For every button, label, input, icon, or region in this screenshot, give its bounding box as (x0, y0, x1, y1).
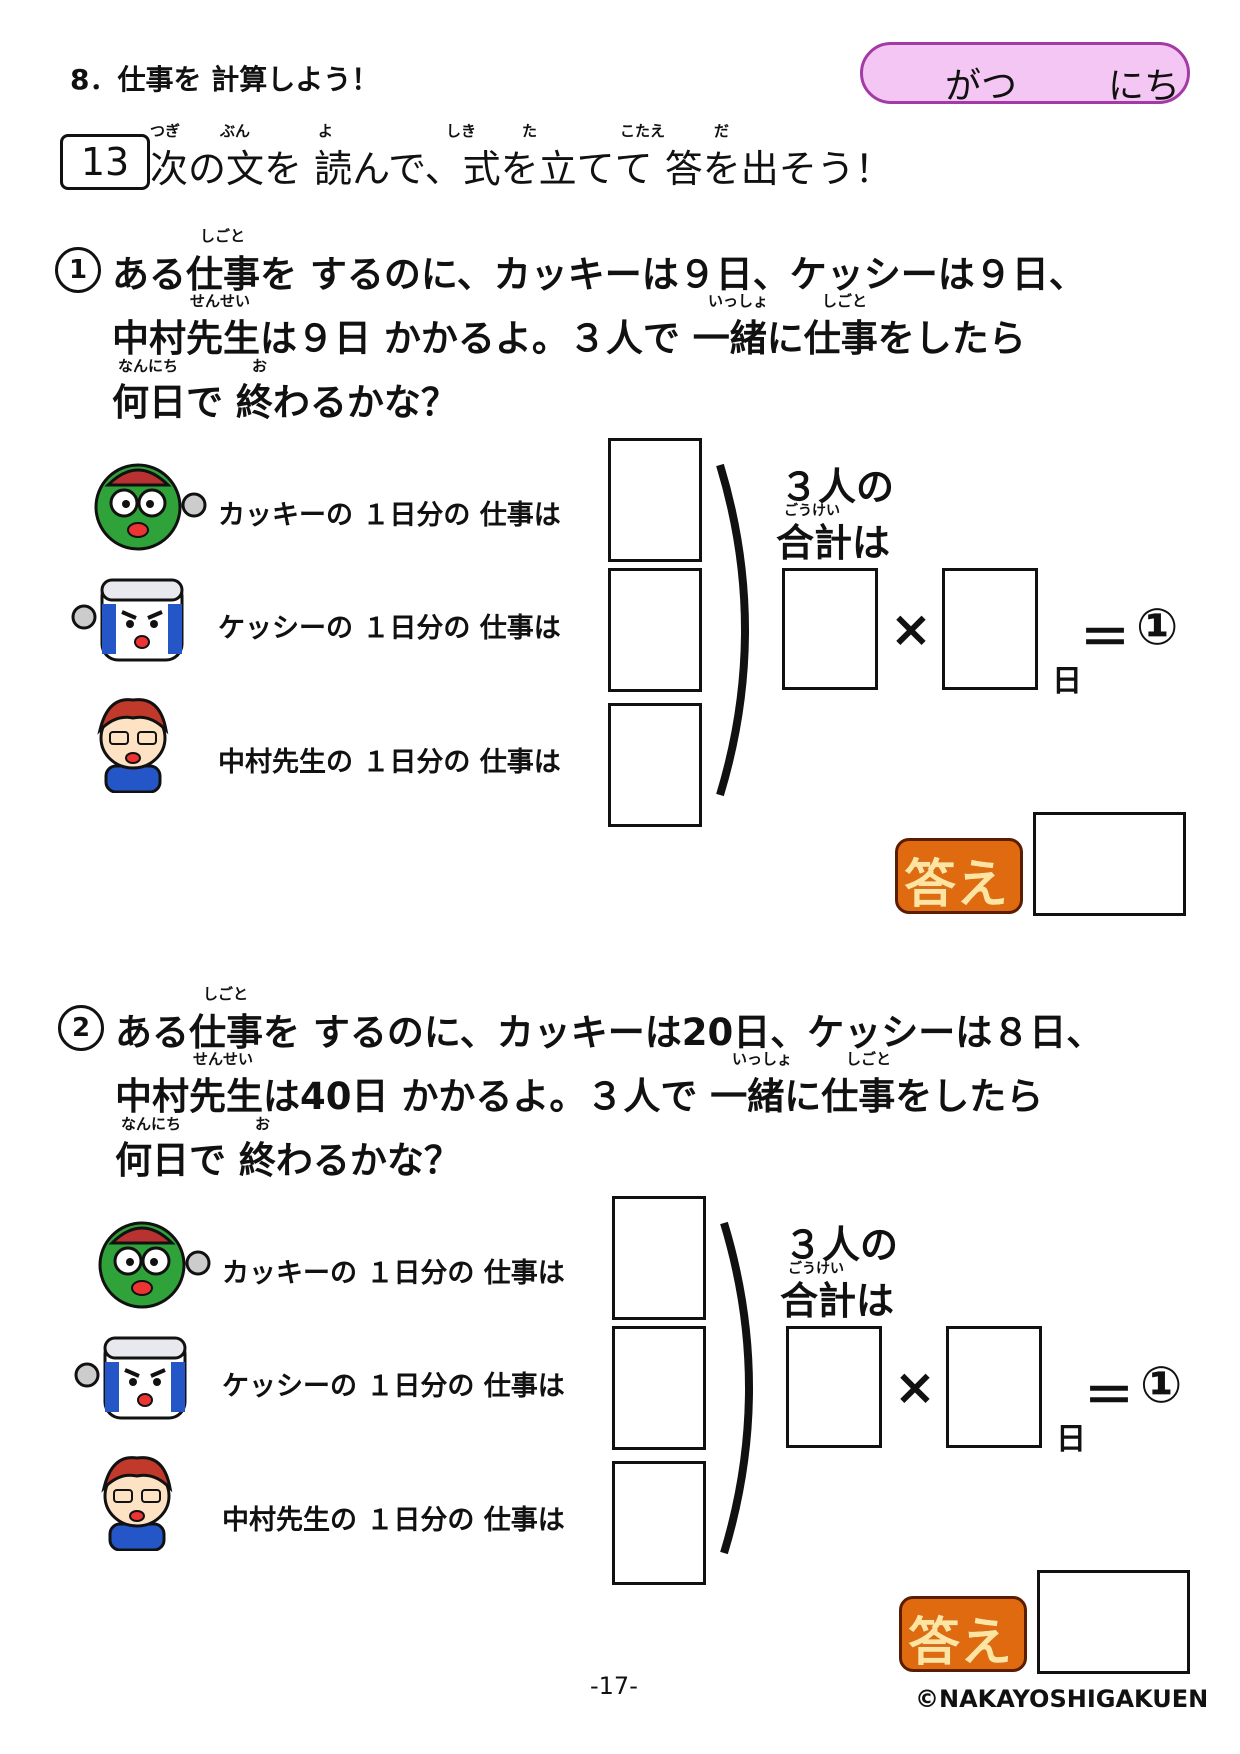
p1-ruby-o: お (252, 357, 268, 375)
p1-ruby-issho: いっしょ (708, 292, 769, 310)
p2-line-3: 何日で 終わるかな？ (115, 1139, 461, 1182)
ruby-kotae: こたえ (620, 122, 666, 140)
p2-ruby-o: お (255, 1115, 271, 1133)
p1-sensei-answer-box[interactable] (608, 703, 702, 827)
p2-times-sign: × (894, 1358, 936, 1416)
kesshi-character-icon (74, 1336, 187, 1420)
p2-sum-title: ３人の (784, 1223, 899, 1267)
ruby-yo: よ (318, 122, 334, 140)
p1-sum-title: ３人の (780, 465, 895, 509)
ruby-da: だ (714, 122, 730, 140)
p2-kakki-answer-box[interactable] (612, 1196, 706, 1320)
p2-sensei-answer-box[interactable] (612, 1461, 706, 1585)
p2-sum-ruby: ごうけい (788, 1261, 844, 1277)
p1-kakki-answer-box[interactable] (608, 438, 702, 562)
date-day-label: にち (1108, 66, 1181, 107)
p2-ruby-issho: いっしょ (732, 1050, 793, 1068)
nakamura-sensei-character-icon (101, 1456, 173, 1551)
p2-ruby-shigoto2: しごと (846, 1050, 892, 1068)
p2-ruby-nannichi: なんにち (121, 1115, 182, 1133)
p1-days-answer-box[interactable] (942, 568, 1038, 690)
ruby-shiki: しき (446, 122, 477, 140)
p2-kakki-label: カッキーの １日分の 仕事は (222, 1258, 565, 1289)
ruby-tsugi: つぎ (150, 122, 181, 140)
p2-equals-sign: ＝ (1084, 1367, 1134, 1425)
p1-sum-title2: 合計は (776, 521, 891, 565)
p2-result-one: ① (1140, 1356, 1183, 1414)
p2-answer-badge: 答え (908, 1613, 1013, 1673)
p2-answer-badge-bg (899, 1596, 1027, 1672)
p2-days-answer-box[interactable] (946, 1326, 1042, 1448)
exercise-number: 13 (60, 134, 150, 190)
p2-line-1: ある仕事を するのに、カッキーは20日、ケッシーは８日、 (115, 1011, 1104, 1054)
p1-kesshi-answer-box[interactable] (608, 568, 702, 692)
p1-final-answer-box[interactable] (1033, 812, 1186, 916)
p2-day-unit: 日 (1056, 1422, 1086, 1457)
p1-line-1: ある仕事を するのに、カッキーは９日、ケッシーは９日、 (112, 253, 1086, 296)
p1-kesshi-label: ケッシーの １日分の 仕事は (218, 613, 561, 644)
ruby-ta: た (522, 122, 538, 140)
nakamura-sensei-character-icon (97, 698, 169, 793)
p1-day-unit: 日 (1052, 664, 1082, 699)
kakki-character-icon (98, 1221, 211, 1309)
ruby-bun: ぶん (220, 122, 251, 140)
section-title: 8．仕事を 計算しよう！ (70, 63, 380, 96)
p2-kesshi-answer-box[interactable] (612, 1326, 706, 1450)
p2-sum-answer-box[interactable] (786, 1326, 882, 1448)
p1-line-2: 中村先生は９日 かかるよ。３人で 一緒に仕事をしたら (112, 317, 1026, 360)
p1-ruby-shigoto: しごと (200, 227, 246, 245)
p1-ruby-shigoto2: しごと (822, 292, 868, 310)
p2-line-2: 中村先生は40日 かかるよ。３人で 一緒に仕事をしたら (115, 1075, 1044, 1118)
p1-sensei-label: 中村先生の １日分の 仕事は (218, 747, 561, 778)
page-number: -17- (590, 1672, 638, 1700)
p2-final-answer-box[interactable] (1037, 1570, 1190, 1674)
p2-kesshi-label: ケッシーの １日分の 仕事は (222, 1371, 565, 1402)
p1-equals-sign: ＝ (1080, 609, 1130, 667)
kesshi-character-icon (71, 578, 184, 662)
p1-ruby-nannichi: なんにち (118, 357, 179, 375)
kakki-character-icon (94, 463, 207, 551)
p2-ruby-sensei: せんせい (193, 1050, 254, 1068)
instruction-text: 次の文を 読んで、式を立てて 答を出そう！ (150, 147, 893, 191)
p1-ruby-sensei: せんせい (190, 292, 251, 310)
p2-bracket (720, 1221, 753, 1555)
p1-answer-badge-bg (895, 838, 1023, 914)
p1-result-one: ① (1136, 598, 1179, 656)
p2-ruby-shigoto: しごと (203, 985, 249, 1003)
problem-2-number: 2 (58, 1005, 104, 1051)
date-month-label: がつ (945, 66, 1018, 107)
p1-sum-ruby: ごうけい (784, 503, 840, 519)
p2-sensei-label: 中村先生の １日分の 仕事は (222, 1505, 565, 1536)
p2-sum-title2: 合計は (780, 1279, 895, 1323)
p1-bracket (716, 463, 749, 797)
p1-sum-answer-box[interactable] (782, 568, 878, 690)
p1-kakki-label: カッキーの １日分の 仕事は (218, 500, 561, 531)
p1-line-3: 何日で 終わるかな？ (112, 381, 458, 424)
copyright: ©NAKAYOSHIGAKUEN (915, 1685, 1209, 1713)
problem-1-number: 1 (55, 247, 101, 293)
date-field (860, 42, 1190, 104)
p1-times-sign: × (890, 600, 932, 658)
p1-answer-badge: 答え (904, 855, 1009, 915)
